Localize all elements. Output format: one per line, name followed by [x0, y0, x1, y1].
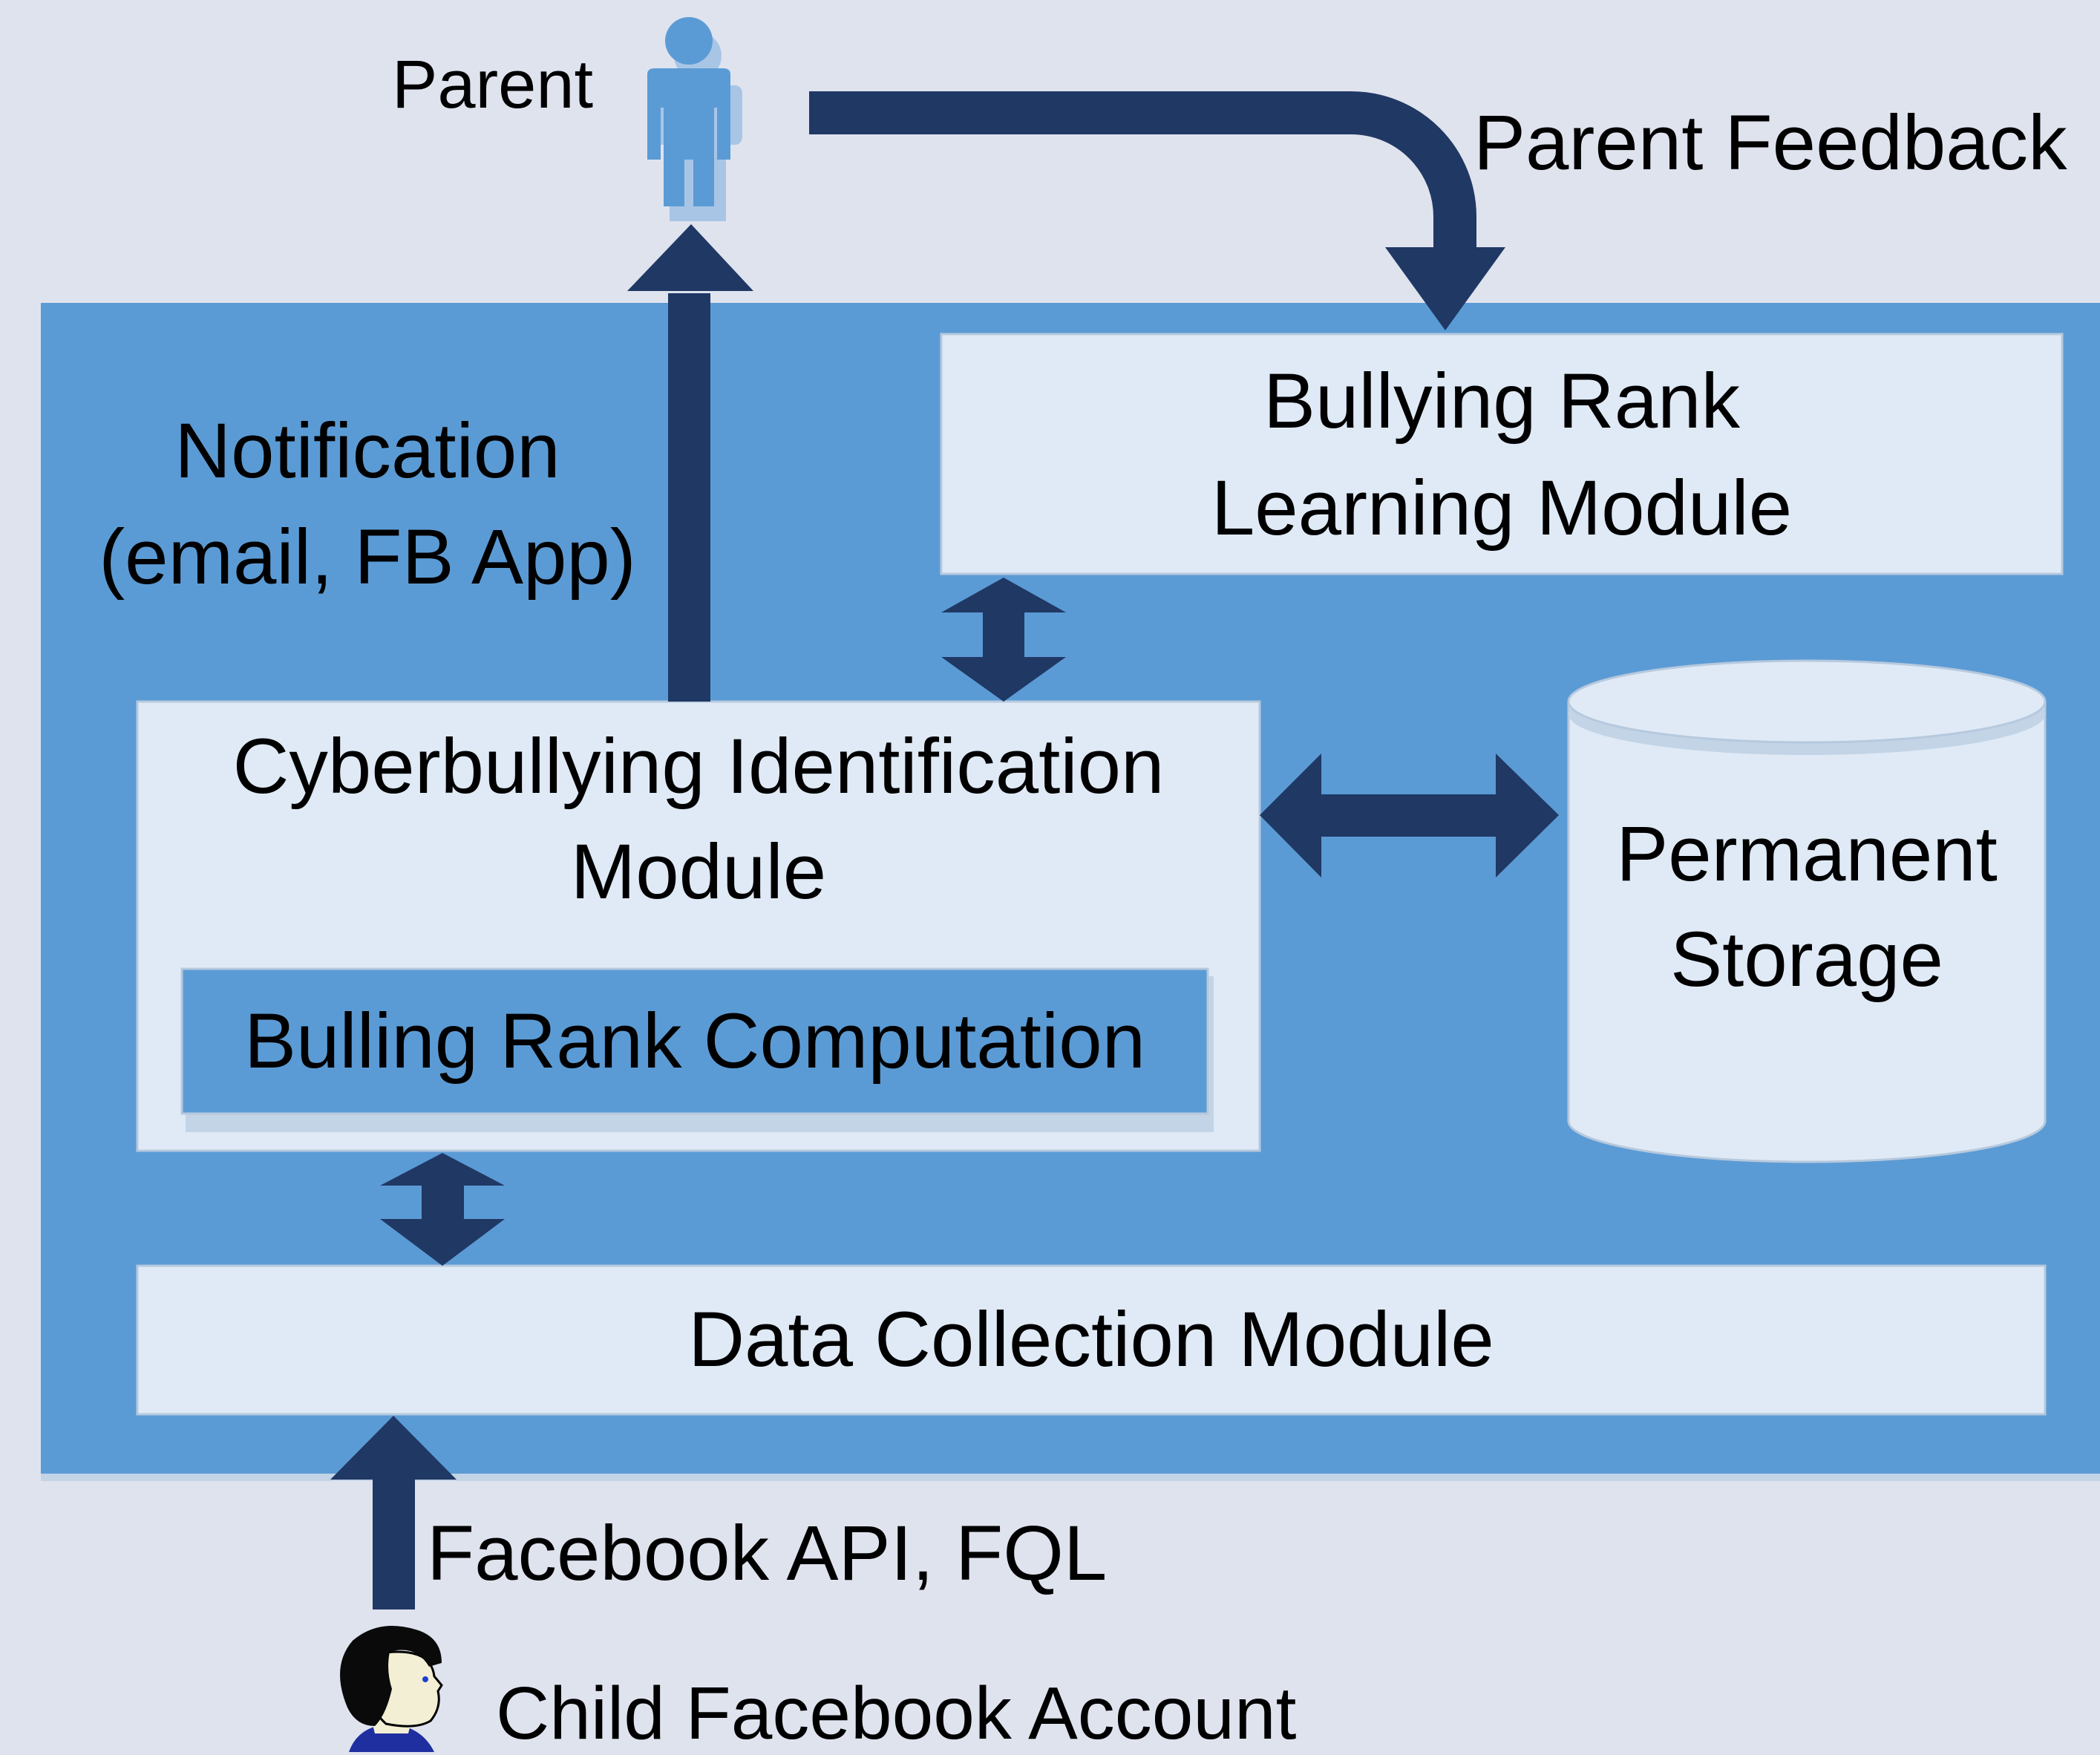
bulling-rank-computation-box — [180, 967, 1209, 1115]
parent-label: Parent — [392, 47, 594, 122]
bullying-rank-learning-box — [940, 333, 2064, 575]
cyberbullying-identification-title-line1: Cyberbullying Identification — [232, 723, 1165, 810]
bullying-rank-learning-title-line2: Learning Module — [1211, 465, 1793, 552]
bulling-rank-computation-title: Bulling Rank Computation — [243, 998, 1145, 1085]
permanent-storage-title-line1: Permanent — [1616, 811, 1998, 898]
database-cylinder-icon — [1567, 659, 2047, 1163]
identification-collection-arrow — [380, 1153, 505, 1266]
child-avatar-icon — [340, 1626, 443, 1752]
bullying-rank-learning-title-line1: Bullying Rank — [1263, 358, 1740, 445]
notification-label-line1: Notification — [174, 408, 560, 494]
identification-storage-arrow — [1260, 754, 1559, 878]
learning-identification-arrow — [941, 578, 1066, 702]
data-collection-box — [136, 1264, 2047, 1416]
facebook-api-label: Facebook API, FQL — [427, 1510, 1108, 1597]
cyberbullying-identification-title-line2: Module — [570, 829, 827, 915]
parent-feedback-label: Parent Feedback — [1473, 99, 2067, 186]
data-collection-title: Data Collection Module — [688, 1296, 1494, 1383]
permanent-storage-title-line2: Storage — [1670, 916, 1943, 1003]
person-icon — [647, 17, 742, 221]
notification-label-line2: (email, FB App) — [99, 514, 636, 601]
child-account-label: Child Facebook Account — [496, 1672, 1297, 1755]
parent-feedback-arrow — [809, 91, 1505, 330]
facebook-api-arrow — [330, 1416, 457, 1609]
notification-arrow — [627, 224, 753, 702]
